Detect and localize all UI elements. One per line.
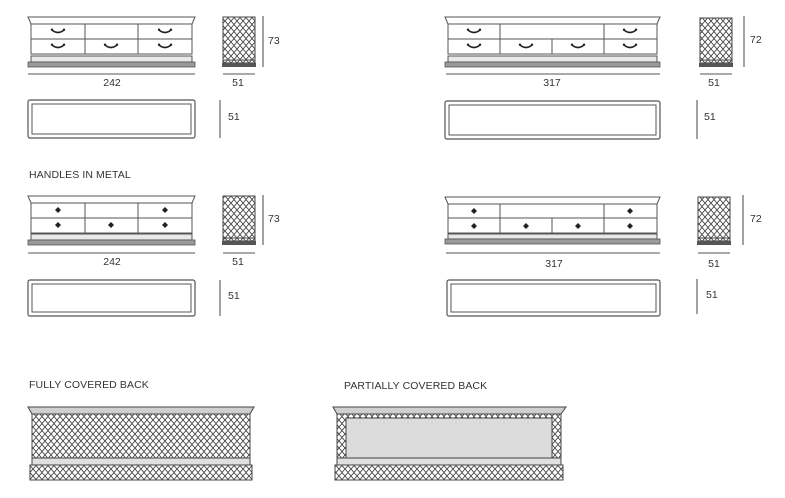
width-label-317: 317 <box>545 258 563 270</box>
cabinet-317-side <box>699 16 745 75</box>
depth-label: 51 <box>228 290 240 302</box>
depth-label: 51 <box>228 111 240 123</box>
height-label-317: 72 <box>750 213 762 225</box>
cabinet-242-metal-front <box>27 195 196 254</box>
cabinet-242-metal-top <box>27 279 221 317</box>
cabinet-317-metal-side <box>697 195 744 254</box>
depth-label: 51 <box>232 256 244 268</box>
cabinet-242-front <box>27 16 196 75</box>
depth-label: 51 <box>706 289 718 301</box>
depth-label: 51 <box>708 258 720 270</box>
depth-label: 51 <box>704 111 716 123</box>
depth-label: 51 <box>232 77 244 89</box>
cabinet-317-front <box>444 16 661 75</box>
height-label-242: 73 <box>268 213 280 225</box>
cabinet-242-metal-side <box>222 195 264 254</box>
height-label-317: 72 <box>750 34 762 46</box>
cabinet-242-top <box>27 99 221 139</box>
width-label-242: 242 <box>103 77 121 89</box>
section-title-fully-covered-back: FULLY COVERED BACK <box>29 379 149 391</box>
section-title-partially-covered-back: PARTIALLY COVERED BACK <box>344 380 488 392</box>
depth-label: 51 <box>708 77 720 89</box>
section-title-metal-handles: HANDLES IN METAL <box>29 169 131 181</box>
cabinet-317-metal-front <box>444 196 661 254</box>
height-label-242: 73 <box>268 35 280 47</box>
cabinet-317-metal-top <box>446 279 698 317</box>
partially-covered-back-drawing <box>332 406 567 481</box>
fully-covered-back-drawing <box>27 406 255 481</box>
cabinet-242-side <box>222 16 264 75</box>
width-label-242: 242 <box>103 256 121 268</box>
cabinet-317-top <box>444 100 698 140</box>
width-label-317: 317 <box>543 77 561 89</box>
